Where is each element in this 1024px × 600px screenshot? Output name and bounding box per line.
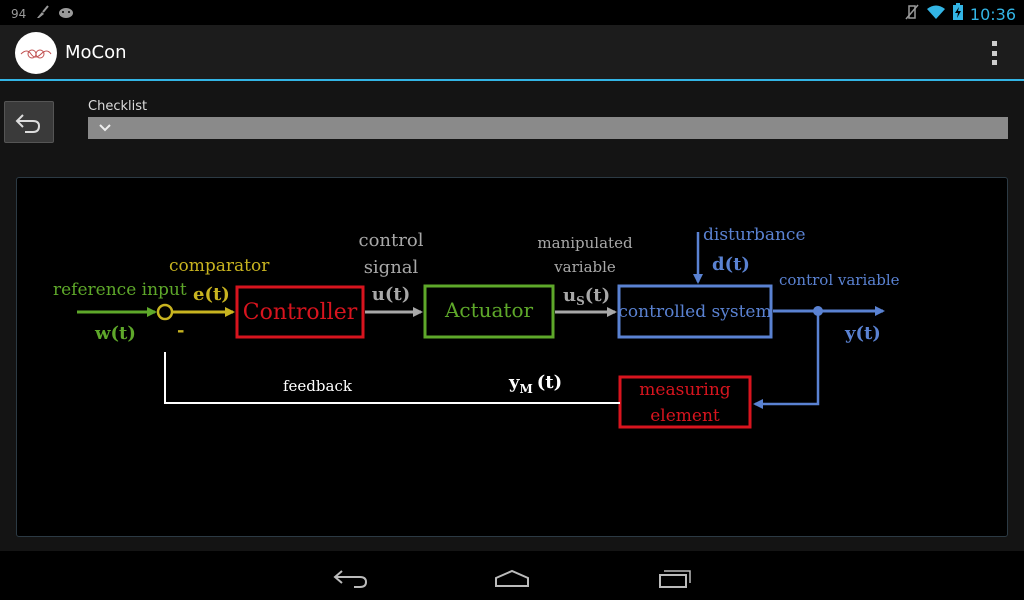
- measured-signal: yM(t): [508, 372, 562, 396]
- reference-input-signal: w(t): [94, 323, 136, 344]
- home-icon[interactable]: [482, 559, 542, 593]
- feedback-path: [164, 352, 620, 404]
- measuring-element-line1: measuring: [639, 380, 731, 400]
- comparator-circle: [156, 303, 174, 321]
- android-icon: [58, 5, 74, 22]
- disturbance-signal: d(t): [712, 254, 750, 275]
- back-icon[interactable]: [320, 559, 380, 593]
- undo-arrow-icon: [5, 114, 53, 146]
- battery-charging-icon: [952, 3, 964, 25]
- feedback-branch-arrow: [753, 311, 820, 409]
- disturbance-label: disturbance: [703, 225, 806, 245]
- actuator-label: Actuator: [444, 298, 534, 322]
- broom-icon: [34, 5, 50, 22]
- app-title: MoCon: [65, 42, 127, 63]
- controlled-system-label: controlled system: [618, 302, 771, 322]
- recent-apps-icon[interactable]: [644, 559, 704, 593]
- checklist-dropdown[interactable]: [88, 117, 1008, 139]
- manipulated-variable-line2: variable: [553, 258, 616, 276]
- comparator-minus: -: [177, 320, 184, 341]
- actuator-block: [423, 284, 555, 339]
- output-signal: y(t): [844, 323, 881, 344]
- back-button[interactable]: [4, 101, 54, 143]
- feedback-label: feedback: [283, 377, 353, 395]
- comparator-label: comparator: [169, 256, 270, 276]
- control-signal-label-line1: control: [359, 230, 424, 251]
- action-bar: MoCon: [0, 25, 1024, 81]
- status-bar: 94 10:36: [0, 0, 1024, 25]
- reference-input-label: reference input: [53, 280, 187, 300]
- clock: 10:36: [969, 4, 1016, 24]
- diagram-panel: reference input w(t) comparator - e(t) C…: [16, 177, 1008, 537]
- manipulated-signal: uS(t): [563, 285, 610, 308]
- overflow-menu-icon[interactable]: [992, 41, 998, 65]
- app-logo-icon[interactable]: [15, 32, 57, 74]
- error-signal: e(t): [193, 284, 230, 305]
- control-signal-label-line2: signal: [364, 257, 419, 278]
- notification-count: 94: [11, 6, 27, 21]
- navigation-bar: [0, 551, 1024, 600]
- control-loop-diagram: reference input w(t) comparator - e(t) C…: [53, 225, 900, 429]
- wifi-icon: [926, 4, 946, 24]
- main-content: Checklist reference input w(t) comparato…: [0, 81, 1024, 551]
- checklist-label: Checklist: [88, 99, 148, 114]
- control-variable-label: control variable: [779, 271, 900, 289]
- control-signal: u(t): [372, 284, 410, 305]
- chevron-down-icon: [98, 119, 112, 138]
- controlled-system-block: [617, 284, 773, 339]
- vibrate-off-icon: [904, 3, 920, 25]
- measuring-element-line2: element: [650, 406, 720, 426]
- controller-label: Controller: [243, 300, 358, 325]
- manipulated-variable-line1: manipulated: [537, 234, 633, 252]
- controller-block: [235, 285, 365, 339]
